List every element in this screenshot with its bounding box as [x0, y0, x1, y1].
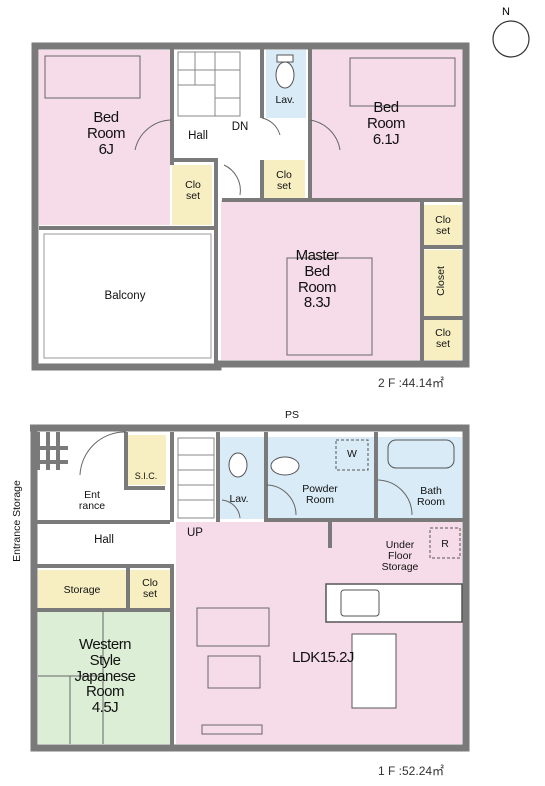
bedroom-left-label: Bed Room 6J: [86, 109, 126, 158]
powder-sink: [270, 456, 300, 476]
western-japanese-room-label: Western Style Japanese Room 4.5J: [74, 636, 136, 716]
entrance-storage-label: Entrance Storage: [11, 480, 23, 562]
compass: N: [490, 6, 532, 60]
dining-table: [351, 633, 397, 709]
wall-2f-e: [260, 46, 312, 118]
door-1f-powder: [265, 484, 297, 516]
door-1f-lav: [221, 499, 241, 519]
underfloor-hatch: [429, 527, 461, 559]
bed-right-furniture: [349, 57, 456, 107]
floor1-area: 1 F :52.24㎡: [378, 764, 445, 778]
closet-left-label: Clo set: [185, 179, 201, 203]
toilet-1f: [228, 452, 248, 478]
door-2f-lav: [261, 117, 281, 136]
bedroom-right-fill: [311, 50, 463, 200]
closet-1f-label: Clo set: [142, 577, 158, 601]
wall-1f-g: [124, 432, 165, 490]
lavatory-2f-label: Lav.: [275, 94, 295, 106]
wall-1f-c: [34, 566, 172, 612]
hall-1f-label: Hall: [94, 534, 114, 546]
ldk-fill: [176, 522, 462, 744]
wall-1f-outer: [30, 424, 470, 752]
storage-label: Storage: [63, 584, 101, 596]
master-bedroom-fill: [221, 200, 422, 360]
ps-label: PS: [284, 409, 299, 421]
balcony-label: Balcony: [104, 290, 146, 302]
down-label: DN: [231, 121, 249, 133]
toilet-2f-tank: [276, 54, 294, 63]
washer-box: [335, 439, 369, 471]
powder-room-fill: [266, 437, 375, 519]
closet-right1-label: Clo set: [435, 214, 451, 238]
sofa: [196, 607, 270, 647]
ldk-label: LDK15.2J: [292, 649, 354, 666]
bed-left-furniture: [44, 55, 141, 99]
door-2f-left: [134, 119, 173, 151]
wall-1f-e: [216, 432, 378, 522]
wall-1f-b: [34, 564, 174, 748]
stair-2f: [177, 51, 241, 117]
bathtub: [387, 439, 455, 469]
underfloor-storage-label: Under Floor Storage: [381, 539, 419, 574]
wall-2f-d: [170, 158, 218, 228]
closet-right2-fill: [424, 320, 462, 360]
tatami-lines: [38, 611, 104, 744]
closet-mid-fill: [424, 250, 462, 316]
door-2f-right: [309, 119, 341, 151]
sic-fill: [128, 435, 166, 485]
door-1f-bath: [377, 479, 413, 516]
stair-1f-steps: [178, 454, 214, 501]
floor2-area: 2 F :44.14㎡: [378, 376, 445, 390]
closet-mid-label: Closet: [435, 266, 447, 296]
toilet-2f: [275, 61, 295, 89]
up-label: UP: [187, 527, 203, 539]
powder-room-label: Powder Room: [302, 483, 338, 507]
closet-center-fill: [263, 160, 305, 200]
closet-left-fill: [172, 165, 212, 225]
hall-2f-label: Hall: [188, 130, 208, 142]
stair-2f-steps: [178, 52, 240, 116]
kitchen-sink: [340, 589, 380, 617]
sic-label: S.I.C.: [134, 471, 158, 481]
wall-2f-j: [422, 245, 466, 320]
washer-label: W: [347, 448, 357, 460]
floor-2-plan: [31, 42, 470, 371]
door-1f-entrance: [79, 431, 127, 476]
closet-right2-label: Clo set: [435, 327, 451, 351]
floor-1-plan: [30, 424, 470, 752]
entrance-tiles: [36, 432, 68, 470]
master-bedroom-label: Master Bed Room 8.3J: [295, 247, 339, 312]
lavatory-1f-label: Lav.: [229, 493, 249, 505]
entrance-label: Ent rance: [78, 489, 106, 513]
stair-1f: [177, 437, 215, 519]
bedroom-right-label: Bed Room 6.1J: [366, 99, 406, 148]
storage-fill: [38, 570, 126, 610]
closet-center-label: Clo set: [276, 169, 292, 193]
bedroom-left-fill: [39, 50, 170, 225]
compass-icon: [492, 20, 530, 58]
door-2f-master: [223, 164, 241, 196]
compass-north-label: N: [502, 6, 510, 18]
closet-1f-fill: [130, 570, 170, 610]
bath-room-label: Bath Room: [416, 485, 445, 509]
bed-master-furniture: [286, 257, 373, 356]
underfloor-mark: R: [441, 538, 449, 550]
tv-board: [201, 724, 263, 735]
wall-2f-g: [308, 118, 466, 202]
balcony-inner: [43, 233, 212, 359]
lavatory-1f-fill: [220, 437, 264, 519]
coffee-table: [207, 655, 261, 689]
closet-right1-fill: [424, 205, 462, 245]
tatami-fill: [38, 611, 171, 744]
